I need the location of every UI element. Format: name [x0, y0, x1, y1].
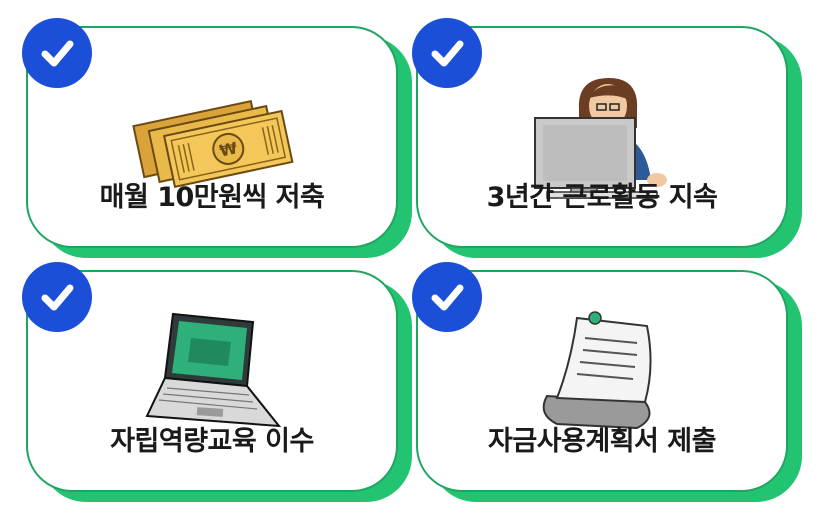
card-work: 3년간 근로활동 지속 — [412, 18, 802, 258]
laptop-icon — [127, 308, 297, 438]
svg-text:₩: ₩ — [218, 138, 240, 160]
person-at-computer-icon — [517, 70, 687, 200]
card-savings: ₩ 매월 10만원씩 저축 — [22, 18, 412, 258]
card-body: 3년간 근로활동 지속 — [416, 26, 788, 248]
check-icon — [22, 18, 92, 88]
card-education: 자립역량교육 이수 — [22, 262, 412, 502]
card-label: 자립역량교육 이수 — [110, 426, 314, 457]
check-icon — [412, 18, 482, 88]
money-bills-icon: ₩ — [127, 70, 297, 200]
document-scroll-icon — [517, 306, 687, 436]
check-icon — [412, 262, 482, 332]
card-label: 자금사용계획서 제출 — [488, 426, 716, 457]
card-label: 매월 10만원씩 저축 — [99, 182, 325, 213]
card-plan: 자금사용계획서 제출 — [412, 262, 802, 502]
card-label: 3년간 근로활동 지속 — [486, 182, 718, 213]
check-icon — [22, 262, 92, 332]
